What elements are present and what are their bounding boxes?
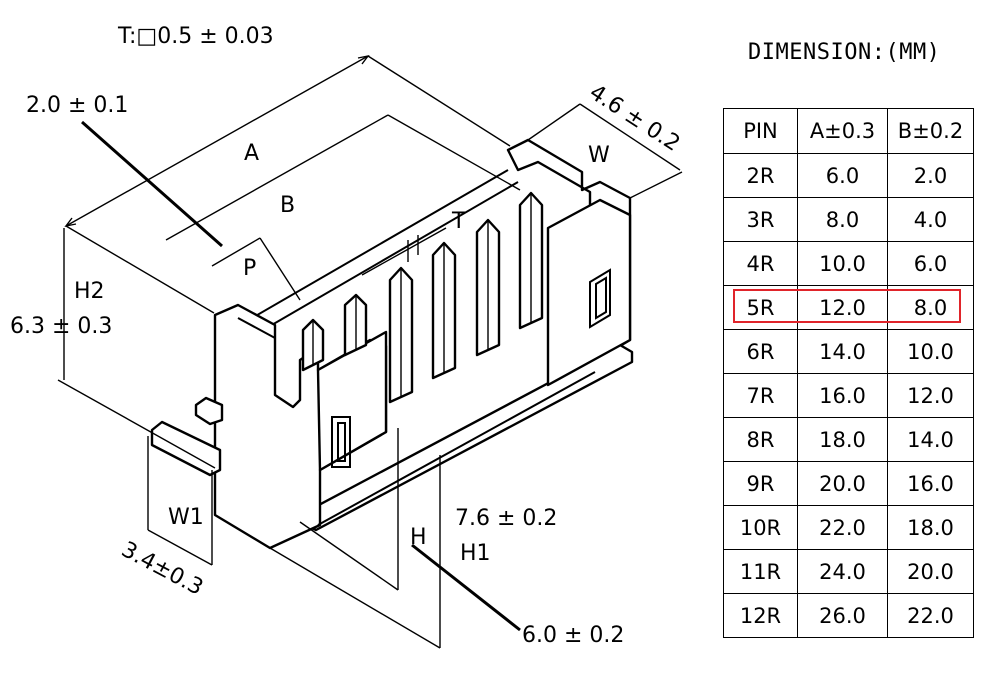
- b-value-cell: 2.0: [887, 153, 974, 198]
- a-value-cell: 24.0: [797, 549, 888, 594]
- pin-6: [518, 191, 544, 330]
- b-value-cell: 10.0: [887, 329, 974, 374]
- a-value-cell: 14.0: [797, 329, 888, 374]
- dimension-lines: [57, 54, 683, 649]
- thickness-label: T:□0.5 ± 0.03: [117, 24, 274, 49]
- pin-cell: 11R: [723, 549, 798, 594]
- pins: [301, 191, 544, 404]
- b-value-cell: 16.0: [887, 461, 974, 506]
- a-value-cell: 12.0: [797, 285, 888, 330]
- pin-5: [475, 218, 501, 357]
- pin-cell: 3R: [723, 197, 798, 242]
- dimension-t-label: T: [451, 209, 466, 234]
- pin-cell: 9R: [723, 461, 798, 506]
- a-value-cell: 20.0: [797, 461, 888, 506]
- a-value-cell: 8.0: [797, 197, 888, 242]
- dimension-w1-label: W1: [168, 505, 204, 530]
- pin-4: [431, 241, 457, 380]
- dimension-w1-value: 3.4±0.3: [117, 537, 207, 601]
- pin-cell: 4R: [723, 241, 798, 286]
- dimension-h1-label: H1: [460, 541, 491, 566]
- pin-cell: 6R: [723, 329, 798, 374]
- dimension-b-label: B: [280, 193, 295, 218]
- dimension-h1-value: 7.6 ± 0.2: [455, 506, 557, 531]
- b-value-cell: 18.0: [887, 505, 974, 550]
- dimension-h2-value: 6.3 ± 0.3: [10, 314, 112, 339]
- pin-cell: 8R: [723, 417, 798, 462]
- column-header-pin: PIN: [723, 108, 798, 154]
- pin-1: [301, 318, 325, 372]
- a-value-cell: 16.0: [797, 373, 888, 418]
- dimension-h2-label: H2: [74, 279, 105, 304]
- pin-cell: 12R: [723, 593, 798, 638]
- dimension-table-title: DIMENSION:(MM): [748, 40, 941, 65]
- dimension-p-label: P: [243, 256, 256, 281]
- b-value-cell: 22.0: [887, 593, 974, 638]
- pin-2: [343, 293, 368, 357]
- b-value-cell: 8.0: [887, 285, 974, 330]
- pin-cell: 5R: [723, 285, 798, 330]
- a-value-cell: 6.0: [797, 153, 888, 198]
- b-value-cell: 20.0: [887, 549, 974, 594]
- pin-3: [388, 266, 414, 404]
- dimension-w-label: W: [588, 143, 610, 168]
- a-value-cell: 22.0: [797, 505, 888, 550]
- a-value-cell: 26.0: [797, 593, 888, 638]
- b-value-cell: 4.0: [887, 197, 974, 242]
- a-value-cell: 10.0: [797, 241, 888, 286]
- column-header-a: A±0.3: [797, 108, 888, 154]
- a-value-cell: 18.0: [797, 417, 888, 462]
- table-header-row: PIN A±0.3 B±0.2: [723, 108, 974, 154]
- dimension-a-label: A: [244, 141, 259, 166]
- pin-cell: 10R: [723, 505, 798, 550]
- dimension-h-label: H: [410, 525, 427, 550]
- dimension-h-value: 6.0 ± 0.2: [522, 623, 624, 648]
- pin-cell: 7R: [723, 373, 798, 418]
- b-value-cell: 6.0: [887, 241, 974, 286]
- column-header-b: B±0.2: [887, 108, 974, 154]
- pin-cell: 2R: [723, 153, 798, 198]
- pitch-tolerance-label: 2.0 ± 0.1: [26, 93, 128, 118]
- b-value-cell: 14.0: [887, 417, 974, 462]
- connector-housing: [150, 138, 634, 550]
- b-value-cell: 12.0: [887, 373, 974, 418]
